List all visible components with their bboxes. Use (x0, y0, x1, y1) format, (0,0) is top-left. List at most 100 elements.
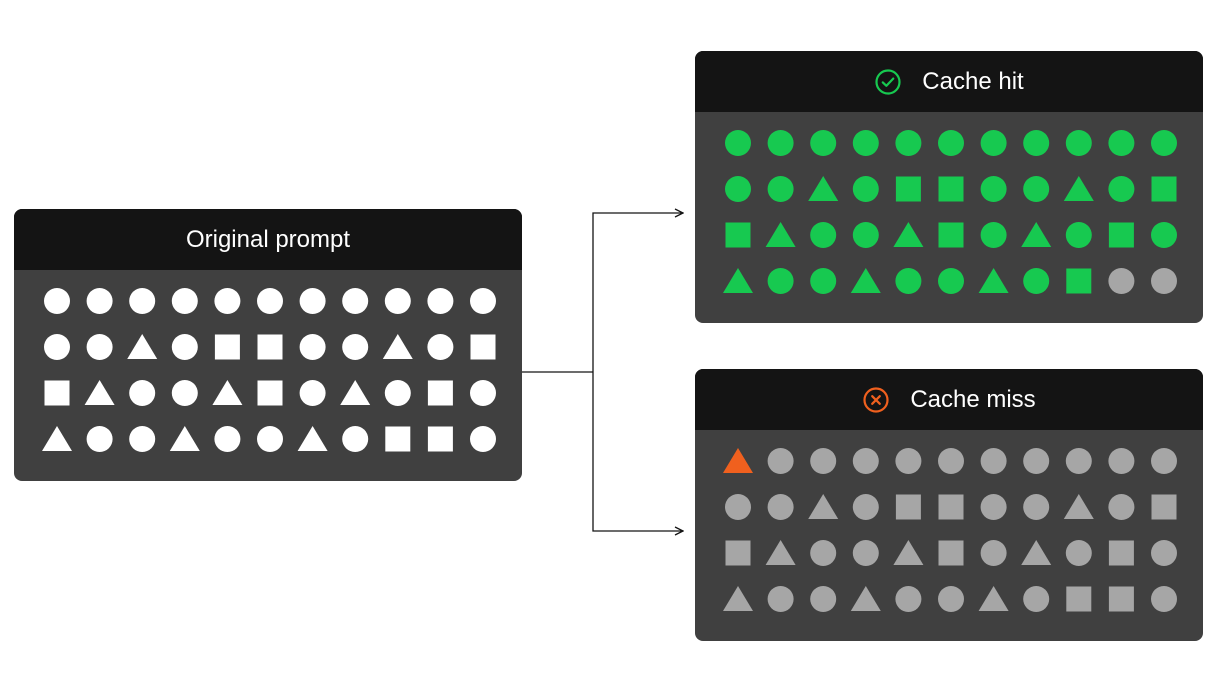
hit-circle-token (980, 176, 1007, 202)
original-square-token (427, 380, 453, 406)
miss-square-token (1066, 586, 1092, 612)
hit-circle-token (1023, 268, 1050, 294)
hit-circle-token (767, 176, 794, 202)
original-circle-token (257, 426, 283, 452)
miss-circle-token (1065, 540, 1092, 566)
cache-miss-header: Cache miss (695, 369, 1203, 430)
hit-circle-token (810, 268, 837, 294)
hit-circle-token (938, 268, 964, 294)
miss-triangle-token (893, 540, 924, 565)
miss-square-token (938, 540, 964, 566)
miss-circle-token (980, 540, 1007, 566)
miss-circle-token (980, 494, 1007, 520)
hit-circle-token (1023, 130, 1050, 156)
original-triangle-token (212, 380, 243, 405)
original-circle-token (427, 334, 454, 360)
original-circle-token (384, 380, 411, 406)
hit-triangle-token (765, 222, 796, 247)
original-circle-token (299, 334, 326, 360)
hit-circle-token (852, 222, 879, 248)
hit-square-token (725, 222, 751, 248)
original-prompt-panel: Original prompt (14, 209, 522, 481)
hit-square-token (1108, 222, 1134, 248)
original-circle-token (299, 288, 326, 314)
miss-triangle-token (808, 494, 839, 519)
hit-circle-token (767, 268, 794, 294)
original-circle-token (129, 380, 156, 406)
miss-triangle-token (1063, 494, 1094, 519)
miss-circle-token (767, 448, 794, 474)
original-circle-token (470, 288, 496, 314)
original-square-token (44, 380, 70, 406)
miss-triangle-token (723, 448, 753, 473)
hit-circle-token (725, 176, 751, 202)
miss-circle-token (810, 586, 837, 612)
miss-circle-token (1151, 586, 1177, 612)
original-square-token (427, 426, 453, 452)
hit-triangle-token (850, 268, 881, 293)
original-circle-token (214, 426, 241, 452)
miss-square-token (895, 494, 921, 520)
hit-circle-token (1151, 222, 1177, 248)
original-circle-token (470, 380, 496, 406)
original-circle-token (86, 288, 113, 314)
hit-circle-token (852, 176, 879, 202)
miss-circle-token (1065, 448, 1092, 474)
original-circle-token (44, 334, 70, 360)
original-circle-token (299, 380, 326, 406)
cache-miss-panel: Cache miss (695, 369, 1203, 641)
original-circle-token (44, 288, 70, 314)
miss-circle-token (1151, 540, 1177, 566)
hit-circle-token (1151, 268, 1177, 294)
original-prompt-header: Original prompt (14, 209, 522, 270)
original-triangle-token (169, 426, 200, 451)
miss-triangle-token (765, 540, 796, 565)
miss-circle-token (938, 586, 964, 612)
hit-square-token (1151, 176, 1177, 202)
original-circle-token (257, 288, 283, 314)
original-triangle-token (297, 426, 328, 451)
hit-circle-token (1023, 176, 1050, 202)
miss-circle-token (1023, 586, 1050, 612)
miss-square-token (1108, 540, 1134, 566)
hit-triangle-token (893, 222, 924, 247)
miss-circle-token (1151, 448, 1177, 474)
miss-circle-token (725, 494, 751, 520)
hit-circle-token (938, 130, 964, 156)
hit-circle-token (895, 130, 922, 156)
cache-miss-title: Cache miss (910, 385, 1036, 413)
check-circle-icon (875, 68, 901, 95)
original-circle-token (171, 288, 198, 314)
original-triangle-token (127, 334, 158, 359)
hit-circle-token (1108, 130, 1135, 156)
miss-triangle-token (1021, 540, 1052, 565)
miss-triangle-token (723, 586, 753, 611)
miss-circle-token (938, 448, 964, 474)
cache-miss-token-grid (695, 430, 1203, 641)
connector-to-miss (592, 372, 683, 531)
original-circle-token (342, 334, 369, 360)
original-circle-token (342, 288, 369, 314)
original-circle-token (171, 380, 198, 406)
original-triangle-token (84, 380, 115, 405)
original-circle-token (86, 334, 113, 360)
original-circle-token (342, 426, 369, 452)
miss-circle-token (1108, 448, 1135, 474)
miss-square-token (725, 540, 751, 566)
cache-hit-header: Cache hit (695, 51, 1203, 112)
original-square-token (214, 334, 240, 360)
cache-hit-panel: Cache hit (695, 51, 1203, 323)
original-square-token (257, 334, 283, 360)
hit-square-token (938, 176, 964, 202)
miss-circle-token (895, 586, 922, 612)
original-square-token (385, 426, 411, 452)
hit-triangle-token (808, 176, 839, 201)
miss-triangle-token (850, 586, 881, 611)
original-circle-token (470, 426, 496, 452)
hit-square-token (938, 222, 964, 248)
hit-circle-token (1151, 130, 1177, 156)
hit-circle-token (1065, 130, 1092, 156)
hit-triangle-token (1063, 176, 1094, 201)
miss-square-token (1151, 494, 1177, 520)
miss-circle-token (852, 540, 879, 566)
